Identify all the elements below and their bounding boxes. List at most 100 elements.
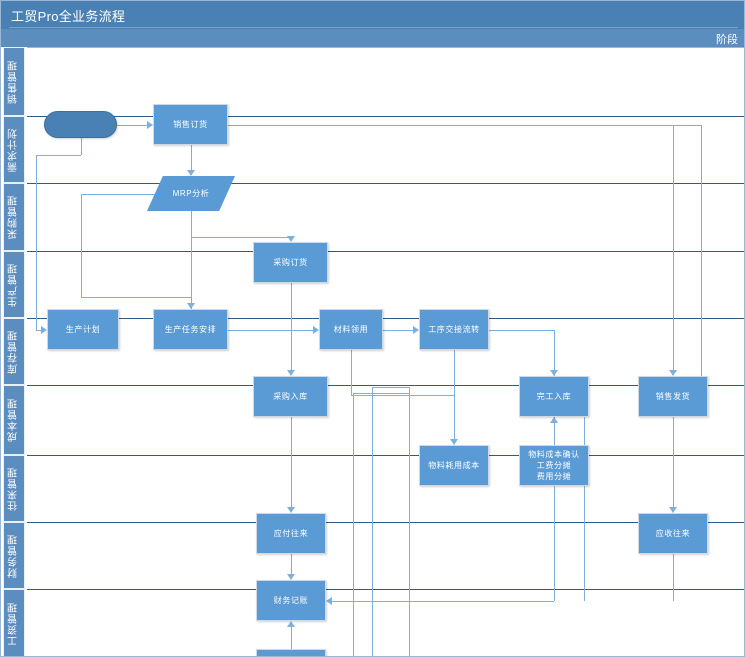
node-label-ar: 应收往来 [655, 529, 691, 538]
node-prod-task[interactable]: 生产任务安排 [153, 309, 228, 350]
arrow-to-po-in [286, 370, 295, 376]
node-label-ship: 销售发货 [655, 392, 691, 401]
connector-prod-task-to-mat-issue [228, 329, 313, 331]
lane-header-payroll[interactable]: 工资管理 [3, 589, 25, 656]
node-label-mat-issue: 材料领用 [333, 325, 369, 334]
connector-start-loop-down [80, 138, 82, 155]
node-prod-plan[interactable]: 生产计划 [47, 309, 119, 350]
node-po[interactable]: 采购订货 [253, 242, 328, 283]
connector-rail-b-down [372, 387, 373, 656]
node-sales-order[interactable]: 销售订货 [153, 104, 228, 145]
lane-body-payroll [27, 589, 744, 656]
arrow-to-fin-entry-right [326, 596, 332, 605]
connector-op-transfer-col [454, 350, 455, 395]
connector-mat-issue-to-op-transfer [383, 329, 413, 331]
arrow-to-mat-issue [313, 325, 319, 334]
lane-body-demand [27, 116, 744, 183]
lane-header-sales[interactable]: 销售管理 [3, 47, 25, 116]
node-label-ap: 应付往来 [273, 529, 309, 538]
lane-body-ar_ap [27, 455, 744, 522]
page-title: 工贸Pro全业务流程 [11, 9, 126, 24]
node-ap[interactable]: 应付往来 [256, 513, 326, 554]
arrow-to-ship [669, 370, 677, 376]
node-ship[interactable]: 销售发货 [638, 376, 708, 417]
node-mrp[interactable]: MRP分析 [147, 176, 235, 211]
connector-start-loop-left [36, 155, 81, 156]
connector-po-in-to-ap [290, 417, 292, 507]
connector-cost-confirm-down [554, 486, 555, 601]
node-mat-issue[interactable]: 材料领用 [319, 309, 383, 350]
lane-header-ar_ap[interactable]: 往来管理 [3, 455, 25, 522]
connector-mrp-column [191, 211, 192, 309]
lane-label-sales: 销售管理 [8, 59, 20, 104]
connector-into-mrp-left [81, 193, 157, 195]
connector-start-to-sales-order [117, 124, 147, 126]
node-label-cost-confirm: 物料成本确认工费分摊费用分摊 [528, 450, 580, 481]
lane-header-demand[interactable]: 需求计划 [3, 116, 25, 183]
connector-to-mat-cost-down [454, 395, 455, 439]
lane-label-finance: 财务管理 [8, 533, 20, 578]
lane-header-inventory[interactable]: 库存管理 [3, 318, 25, 385]
arrow-to-ar [669, 507, 677, 513]
arrow-to-fg-in [550, 370, 558, 376]
node-cost-confirm[interactable]: 物料成本确认工费分摊费用分摊 [519, 445, 589, 486]
lane-body-inventory [27, 318, 744, 385]
node-op-transfer[interactable]: 工序交接流转 [419, 309, 489, 350]
node-label-po-in: 采购入库 [273, 392, 308, 401]
node-label-po: 采购订货 [273, 258, 308, 267]
parallelogram-shape [147, 176, 235, 211]
connector-sales-order-down [701, 124, 702, 397]
lane-header-purchase[interactable]: 采购管理 [3, 183, 25, 251]
connector-to-fg-in-down [554, 350, 555, 370]
arrow-to-mrp [186, 170, 195, 176]
node-label-sales-order: 销售订货 [173, 120, 208, 129]
node-label-prod-task: 生产任务安排 [164, 325, 217, 334]
arrow-up-to-fg-in [550, 417, 558, 423]
node-po-in[interactable]: 采购入库 [253, 376, 328, 417]
connector-left-rail-to-prod-plan [36, 329, 41, 331]
node-mat-cost[interactable]: 物料耗用成本 [419, 445, 489, 486]
connector-rail-b-join [409, 387, 410, 393]
lane-body-finance [27, 522, 744, 589]
node-ar[interactable]: 应收往来 [638, 513, 708, 554]
node-piece-wage[interactable]: 计件工资 [256, 649, 326, 656]
connector-ar-down [673, 554, 674, 601]
arrow-up-to-fin-entry [287, 621, 295, 627]
connector-fg-in-to-cost-confirm [554, 417, 555, 445]
connector-ship-to-ar [673, 417, 674, 507]
arrow-to-po [286, 236, 295, 242]
diagram-canvas: 销售管理需求计划采购管理生产管理库存管理成本管理往来管理财务管理工资管理 销售订… [1, 47, 744, 656]
lane-label-payroll: 工资管理 [8, 601, 20, 646]
connector-fg-in-right-down [584, 404, 585, 601]
connector-wage-to-fin [291, 627, 292, 649]
arrow-to-op-transfer [413, 325, 419, 334]
connector-mat-issue-down-a [351, 350, 352, 395]
node-fin-entry[interactable]: 财务记账 [256, 580, 326, 621]
lane-header-cost[interactable]: 成本管理 [3, 385, 25, 455]
phase-bar: 阶段 [1, 29, 744, 47]
arrow-to-ap [286, 507, 295, 513]
lane-header-production[interactable]: 生产管理 [3, 251, 25, 318]
lane-label-cost: 成本管理 [8, 398, 20, 442]
lane-body-production [27, 251, 744, 318]
connector-left-rail [36, 165, 37, 330]
node-label-op-transfer: 工序交接流转 [428, 325, 480, 334]
lane-header-finance[interactable]: 财务管理 [3, 522, 25, 589]
connector-rail-to-prod-task [81, 297, 191, 298]
connector-mrp-left-rail-down [81, 193, 82, 297]
arrow-to-sales-order [147, 120, 153, 129]
node-fg-in[interactable]: 完工入库 [519, 376, 589, 417]
connector-ship-stub [673, 124, 674, 370]
arrow-to-mat-cost [450, 439, 458, 445]
arrow-to-prod-plan [41, 325, 47, 334]
connector-rail-b-top [372, 387, 409, 388]
lane-body-sales [27, 47, 744, 116]
connector-ap-to-fin [291, 554, 292, 574]
connector-rail-to-fin-h [332, 600, 372, 602]
node-start[interactable] [44, 111, 117, 138]
lane-label-demand: 需求计划 [8, 127, 20, 172]
connector-sales-order-right [228, 124, 701, 126]
connector-start-loop-down2 [36, 155, 37, 165]
title-bar: 工贸Pro全业务流程 [1, 1, 744, 29]
